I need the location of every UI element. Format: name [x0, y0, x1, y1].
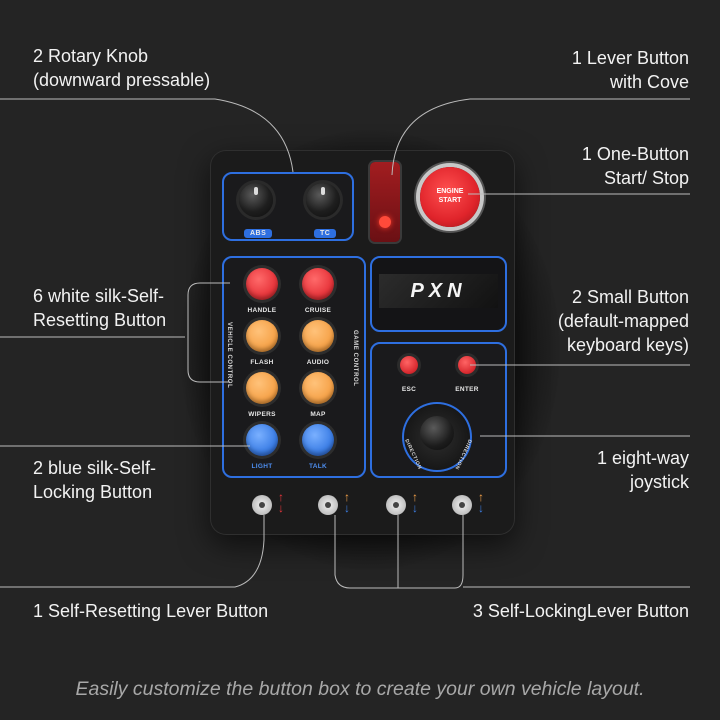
self-locking-lever-1[interactable]: [318, 495, 338, 515]
tc-rotary-knob[interactable]: [306, 183, 340, 217]
flash-button[interactable]: [246, 320, 278, 352]
self-resetting-lever[interactable]: [252, 495, 272, 515]
talk-button[interactable]: [302, 424, 334, 456]
handle-label: HANDLE: [247, 307, 277, 314]
audio-label: AUDIO: [306, 359, 330, 366]
label-rotary-knob: 2 Rotary Knob(downward pressable): [33, 46, 211, 90]
abs-tag: ABS: [244, 229, 273, 238]
lever-cove-switch[interactable]: [370, 162, 400, 242]
enter-button[interactable]: [458, 356, 476, 374]
esc-label: ESC: [401, 386, 417, 393]
knob-panel: ABS TC: [222, 172, 354, 241]
arrow-up-down-icon: ↑↓: [344, 490, 350, 515]
footer-caption: Easily customize the button box to creat…: [75, 678, 645, 700]
cruise-button[interactable]: [302, 268, 334, 300]
arrow-up-down-icon: ↑↓: [412, 490, 418, 515]
handle-button[interactable]: [246, 268, 278, 300]
self-locking-lever-2[interactable]: [386, 495, 406, 515]
audio-button[interactable]: [302, 320, 334, 352]
pxn-logo-plate: PXN: [379, 274, 498, 308]
pxn-logo: PXN: [410, 280, 467, 302]
cruise-label: CRUISE: [304, 307, 332, 314]
map-label: MAP: [310, 411, 326, 418]
label-self-resetting-lever: 1 Self-Resetting Lever Button: [33, 601, 269, 621]
joystick-panel: ESC ENTER DIRECTION DIRECTION: [370, 342, 507, 478]
wipers-label: WIPERS: [248, 411, 276, 418]
wipers-button[interactable]: [246, 372, 278, 404]
side-text-game-control: GAME CONTROL: [352, 330, 358, 387]
arrow-up-down-icon: ↑↓: [478, 490, 484, 515]
abs-rotary-knob[interactable]: [239, 183, 273, 217]
logo-panel: PXN: [370, 256, 507, 332]
label-self-locking-lever: 3 Self-LockingLever Button: [472, 601, 689, 621]
self-locking-lever-3[interactable]: [452, 495, 472, 515]
light-button[interactable]: [246, 424, 278, 456]
lever-cove-indicator: [379, 216, 391, 228]
talk-label: TALK: [308, 463, 328, 470]
joystick-base: [402, 402, 472, 472]
arrow-up-down-icon: ↑↓: [278, 490, 284, 515]
button-panel: VEHICLE CONTROL GAME CONTROL HANDLE CRUI…: [222, 256, 366, 478]
label-white-buttons: 6 white silk-Self-Resetting Button: [33, 286, 167, 330]
flash-label: FLASH: [250, 359, 274, 366]
enter-label: ENTER: [455, 386, 479, 393]
esc-button[interactable]: [400, 356, 418, 374]
tc-tag: TC: [314, 229, 337, 238]
joystick[interactable]: [420, 416, 454, 450]
label-blue-buttons: 2 blue silk-Self-Locking Button: [33, 458, 157, 502]
light-label: LIGHT: [251, 463, 273, 470]
side-text-vehicle-control: VEHICLE CONTROL: [226, 322, 232, 389]
map-button[interactable]: [302, 372, 334, 404]
